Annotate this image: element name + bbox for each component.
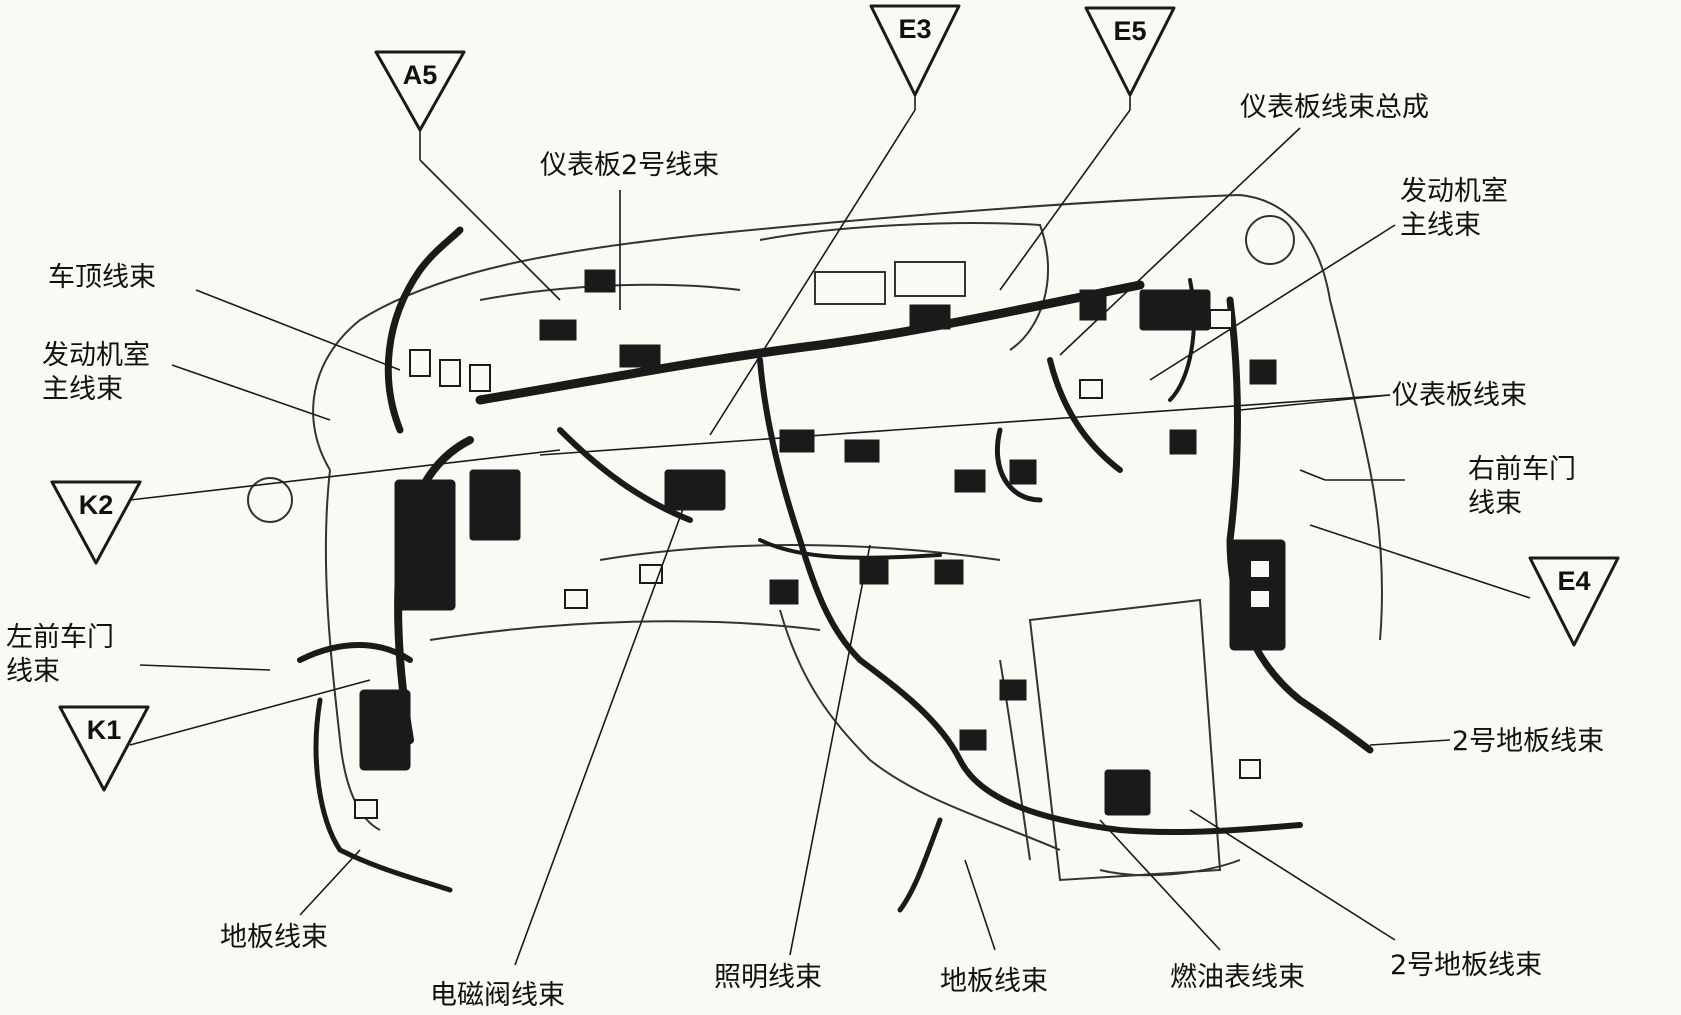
leader-lines	[129, 95, 1531, 966]
label-solenoid-harness: 电磁阀线束	[430, 980, 565, 1011]
k1-triangle	[58, 705, 150, 792]
label-lf-door-harness-line2: 线束	[6, 656, 60, 687]
label-ip-harness-assembly: 仪表板线束总成	[1240, 92, 1429, 123]
a5-triangle	[374, 50, 466, 132]
marker-triangles	[50, 4, 1620, 792]
e5-triangle	[1084, 6, 1176, 97]
e4-marker-label: E4	[1557, 566, 1591, 596]
label-ip-harness: 仪表板线束	[1392, 380, 1527, 411]
main-harness-trunk	[297, 226, 1374, 913]
e3-triangle	[869, 4, 961, 97]
label-roof-harness: 车顶线束	[48, 262, 156, 293]
label-fuel-gauge-harness: 燃油表线束	[1170, 962, 1305, 993]
k2-marker-label: K2	[78, 490, 114, 520]
label-engine-room-main-left-line2: 主线束	[42, 374, 123, 405]
cluster-windows	[247, 215, 1295, 523]
label-floor-harness-no2-right: 2号地板线束	[1452, 726, 1605, 757]
a5-marker-label: A5	[402, 60, 438, 90]
label-floor-harness-no2-bottom: 2号地板线束	[1390, 950, 1543, 981]
label-lf-door-harness-line1: 左前车门	[6, 622, 114, 653]
k1-marker-label: K1	[86, 715, 122, 745]
label-floor-harness-left: 地板线束	[220, 922, 328, 953]
e3-marker-label: E3	[898, 14, 932, 44]
connector-blocks	[359, 269, 1286, 816]
e5-marker-label: E5	[1113, 16, 1147, 46]
white-connectors	[354, 309, 1271, 819]
e4-triangle	[1528, 556, 1620, 647]
k2-triangle	[50, 480, 142, 565]
label-engine-room-main-right-line2: 主线束	[1400, 210, 1481, 241]
label-engine-room-main-right-line1: 发动机室	[1400, 176, 1508, 207]
label-floor-harness-center: 地板线束	[940, 966, 1048, 997]
label-ip-harness-no2: 仪表板2号线束	[540, 150, 720, 181]
label-engine-room-main-left-line1: 发动机室	[42, 340, 150, 371]
label-rf-door-harness-line1: 右前车门	[1468, 454, 1576, 485]
label-rf-door-harness-line2: 线束	[1468, 488, 1522, 519]
label-lighting-harness: 照明线束	[714, 962, 822, 993]
